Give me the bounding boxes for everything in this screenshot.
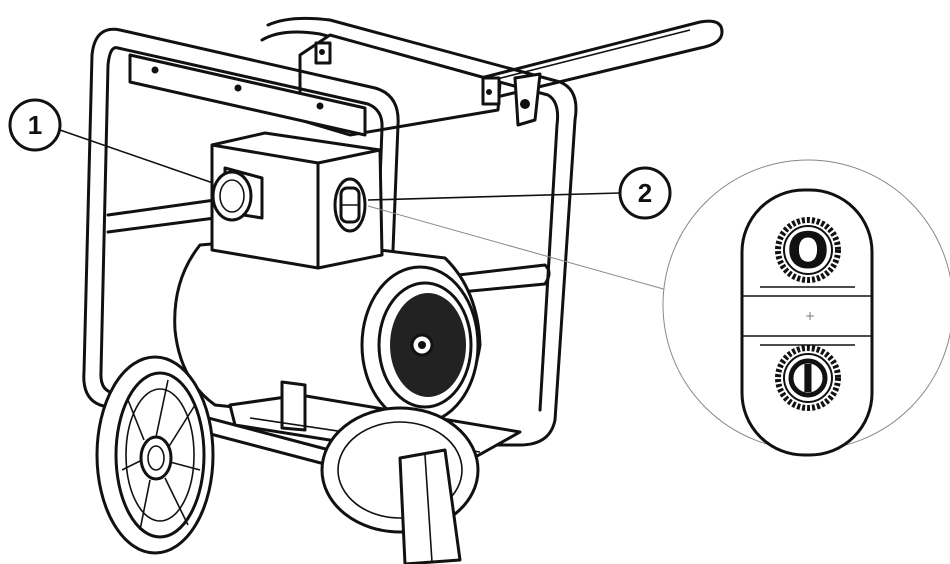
off-button: O <box>775 217 841 283</box>
callout-2-label: 2 <box>638 178 652 208</box>
on-button: I <box>775 345 841 411</box>
power-switch <box>333 177 367 233</box>
socket <box>211 166 264 222</box>
on-symbol: I <box>801 357 815 401</box>
off-symbol: O <box>787 222 830 280</box>
callout-2: 2 <box>618 166 672 220</box>
support-leg <box>398 448 462 564</box>
callout-2-leader <box>367 192 621 201</box>
switch-detail: + O I <box>662 159 950 457</box>
callout-1: 1 <box>8 98 62 152</box>
motor-body <box>173 238 482 425</box>
front-wheel <box>95 355 215 555</box>
callout-1-label: 1 <box>28 110 42 140</box>
side-tube <box>106 198 217 234</box>
rear-tube <box>396 263 551 300</box>
svg-text:+: + <box>805 309 815 323</box>
front-crossbar <box>128 53 367 137</box>
callout-1-leader <box>59 129 214 184</box>
control-box <box>210 131 384 270</box>
detail-zoom-line <box>367 205 668 291</box>
rear-frame <box>260 16 578 447</box>
